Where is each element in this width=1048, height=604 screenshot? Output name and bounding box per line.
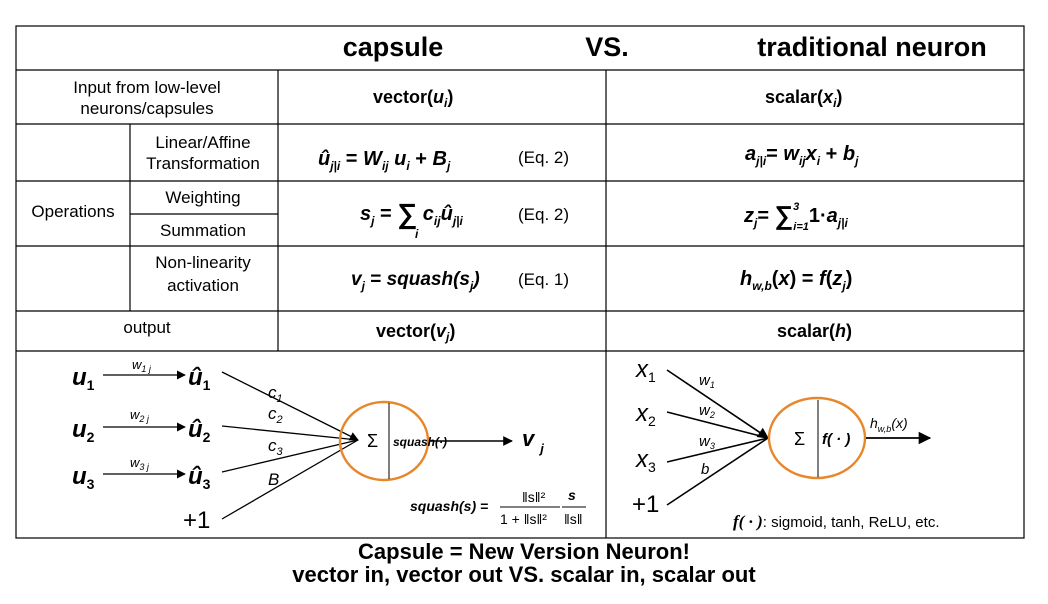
neuron-input-formula: scalar(xi) bbox=[765, 87, 842, 110]
capsule-bias-input: +1 bbox=[183, 507, 210, 534]
capsule-sum-symbol: Σ bbox=[367, 431, 378, 451]
input-label-line1: Input from low-level bbox=[73, 78, 220, 97]
capsule-activation: squash(·) bbox=[393, 435, 447, 449]
capsule-linear-formula: ûj|i = Wij ui + Bj bbox=[318, 148, 451, 173]
capsule-eq-tag-linear: (Eq. 2) bbox=[518, 148, 569, 167]
neuron-input-x3: x3 bbox=[635, 446, 656, 475]
capsule-uhat-3: û3 bbox=[188, 463, 211, 492]
svg-text:‖s‖²: ‖s‖² bbox=[522, 489, 546, 505]
neuron-conn-w1 bbox=[666, 369, 769, 439]
nonlin-label-line2: activation bbox=[167, 276, 239, 295]
neuron-conn-w3 bbox=[666, 437, 769, 463]
capsule-coef-c1: c1 bbox=[268, 383, 283, 405]
svg-text:ûj|i = Wij ui + Bj: ûj|i = Wij ui + Bj bbox=[318, 148, 451, 173]
header-capsule: capsule bbox=[343, 32, 444, 62]
svg-text:hw,b(x) = f(zj): hw,b(x) = f(zj) bbox=[740, 268, 852, 293]
capsule-conn-c3 bbox=[221, 439, 359, 473]
neuron-input-bias: +1 bbox=[632, 491, 659, 518]
footer-line1: Capsule = New Version Neuron! bbox=[358, 539, 690, 564]
svg-text:‖s‖: ‖s‖ bbox=[564, 511, 583, 527]
capsule-weight-w3j: w3 j bbox=[130, 455, 150, 472]
neuron-weight-b: b bbox=[701, 461, 709, 478]
neuron-weight-w2: w2 bbox=[699, 402, 715, 420]
neuron-conn-b bbox=[666, 437, 769, 506]
svg-text:vector(ui): vector(ui) bbox=[373, 87, 453, 110]
capsule-diagram: u1 u2 u3 û1 û2 û3 w1 j w2 j w3 j c1 c2 bbox=[72, 357, 586, 534]
output-label: output bbox=[123, 318, 171, 337]
neuron-weight-w1: w1 bbox=[699, 372, 715, 390]
input-label-line2: neurons/capsules bbox=[80, 99, 213, 118]
neuron-output-h: hw,b(x) bbox=[870, 415, 908, 434]
capsule-coef-c2: c2 bbox=[268, 404, 283, 426]
capsule-conn-c2 bbox=[221, 425, 359, 441]
footer-line2: vector in, vector out VS. scalar in, sca… bbox=[292, 562, 756, 587]
summation-label: Summation bbox=[160, 221, 246, 240]
capsule-coef-c3: c3 bbox=[268, 436, 284, 458]
capsule-output-formula: vector(vj) bbox=[376, 321, 455, 344]
neuron-sum-symbol: Σ bbox=[794, 429, 805, 449]
capsule-input-u3: u3 bbox=[72, 463, 95, 492]
squash-formula: squash(s) = ‖s‖² 1 + ‖s‖² s ‖s‖ bbox=[410, 487, 586, 527]
capsule-input-u1: u1 bbox=[72, 364, 95, 393]
neuron-input-x2: x2 bbox=[635, 400, 656, 429]
neuron-diagram: x1 x2 x3 +1 w1 w2 w3 b Σ f( · ) hw,b(x) … bbox=[632, 356, 939, 531]
neuron-input-x1: x1 bbox=[635, 356, 656, 385]
svg-text:zj= ∑3i=11·aj|i: zj= ∑3i=11·aj|i bbox=[743, 200, 848, 233]
header-traditional: traditional neuron bbox=[757, 32, 987, 62]
capsule-uhat-1: û1 bbox=[188, 364, 211, 393]
capsule-weight-w1j: w1 j bbox=[132, 357, 152, 374]
svg-text:vector(vj): vector(vj) bbox=[376, 321, 455, 344]
linear-label-line2: Transformation bbox=[146, 154, 260, 173]
neuron-weight-w3: w3 bbox=[699, 433, 715, 451]
capsule-nonlin-formula: vj = squash(sj) bbox=[351, 269, 480, 293]
capsule-uhat-2: û2 bbox=[188, 416, 211, 445]
neuron-linear-formula: aj|i= wijxi + bj bbox=[745, 143, 859, 168]
capsule-weight-w2j: w2 j bbox=[130, 407, 150, 424]
capsule-eq-tag-weighting: (Eq. 2) bbox=[518, 205, 569, 224]
neuron-activation: f( · ) bbox=[822, 431, 850, 448]
capsule-conn-c1 bbox=[221, 371, 359, 441]
nonlin-label-line1: Non-linearity bbox=[155, 253, 251, 272]
capsule-input-formula: vector(ui) bbox=[373, 87, 453, 110]
svg-text:1 + ‖s‖²: 1 + ‖s‖² bbox=[500, 511, 547, 527]
weighting-label: Weighting bbox=[165, 188, 240, 207]
header-vs: VS. bbox=[585, 32, 629, 62]
svg-text:scalar(h): scalar(h) bbox=[777, 321, 852, 341]
neuron-body bbox=[767, 396, 867, 480]
capsule-coef-b: B bbox=[268, 470, 279, 489]
capsule-input-u2: u2 bbox=[72, 416, 95, 445]
neuron-output-formula: scalar(h) bbox=[777, 321, 852, 341]
neuron-activation-note: f( · ): sigmoid, tanh, ReLU, etc. bbox=[733, 512, 939, 531]
capsule-weighting-formula: sj = ∑ cijûj|i i bbox=[360, 198, 464, 241]
neuron-conn-w2 bbox=[666, 411, 769, 439]
operations-label: Operations bbox=[31, 202, 114, 221]
capsule-body bbox=[338, 400, 430, 482]
capsule-conn-bias bbox=[221, 439, 359, 520]
svg-text:i: i bbox=[415, 227, 419, 241]
svg-text:s: s bbox=[568, 487, 576, 503]
svg-text:scalar(xi): scalar(xi) bbox=[765, 87, 842, 110]
capsule-eq-tag-nonlin: (Eq. 1) bbox=[518, 270, 569, 289]
neuron-nonlin-formula: hw,b(x) = f(zj) bbox=[740, 268, 852, 293]
svg-text:aj|i= wijxi + bj: aj|i= wijxi + bj bbox=[745, 143, 859, 168]
linear-label-line1: Linear/Affine bbox=[155, 133, 250, 152]
table-grid bbox=[15, 25, 1025, 539]
svg-text:squash(s) =: squash(s) = bbox=[410, 498, 488, 514]
svg-text:vj = squash(sj): vj = squash(sj) bbox=[351, 269, 480, 293]
svg-text:sj = ∑ cijûj|i: sj = ∑ cijûj|i bbox=[360, 198, 464, 230]
